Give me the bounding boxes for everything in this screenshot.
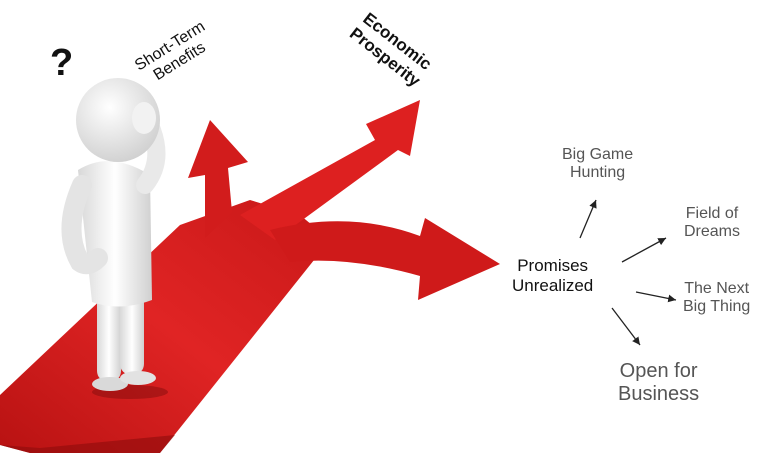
connector-to-big-game — [579, 199, 597, 239]
arrow-economic-prosperity — [240, 100, 420, 240]
connector-to-open-for-business — [611, 307, 641, 346]
left-foot — [92, 377, 128, 391]
hand-on-head — [132, 102, 156, 134]
head — [76, 78, 160, 162]
arrow-short-term — [188, 120, 248, 238]
left-leg — [97, 290, 121, 382]
red-arrow-road — [0, 100, 500, 453]
next-line-1: The Next — [684, 280, 750, 297]
open-line-2: Business — [618, 383, 700, 405]
right-leg — [120, 285, 144, 375]
open-line-1: Open for — [619, 360, 698, 382]
open-for-business-label: Open for Business — [618, 360, 699, 406]
next-big-thing-label: The Next Big Thing — [683, 280, 750, 317]
road-shadow — [0, 435, 175, 453]
connector-to-next-big-thing — [635, 291, 677, 303]
question-mark: ? — [50, 42, 74, 84]
promises-line-2: Unrealized — [512, 275, 594, 295]
big-game-line-2: Hunting — [569, 164, 626, 182]
big-game-hunting-label: Big Game Hunting — [562, 146, 633, 183]
promises-line-1: Promises — [517, 256, 589, 275]
next-line-2: Big Thing — [683, 298, 751, 316]
arrow-promises — [270, 218, 500, 300]
arm-on-hip — [61, 175, 108, 275]
field-line-2: Dreams — [684, 223, 741, 241]
big-game-line-1: Big Game — [562, 146, 634, 163]
thinking-person-figure — [61, 78, 168, 399]
promises-unrealized-label: Promises Unrealized — [512, 256, 593, 295]
right-foot — [120, 371, 156, 385]
connector-to-field-of-dreams — [621, 237, 667, 263]
road-trunk — [0, 200, 330, 453]
field-line-1: Field of — [685, 205, 739, 222]
field-of-dreams-label: Field of Dreams — [684, 205, 740, 242]
